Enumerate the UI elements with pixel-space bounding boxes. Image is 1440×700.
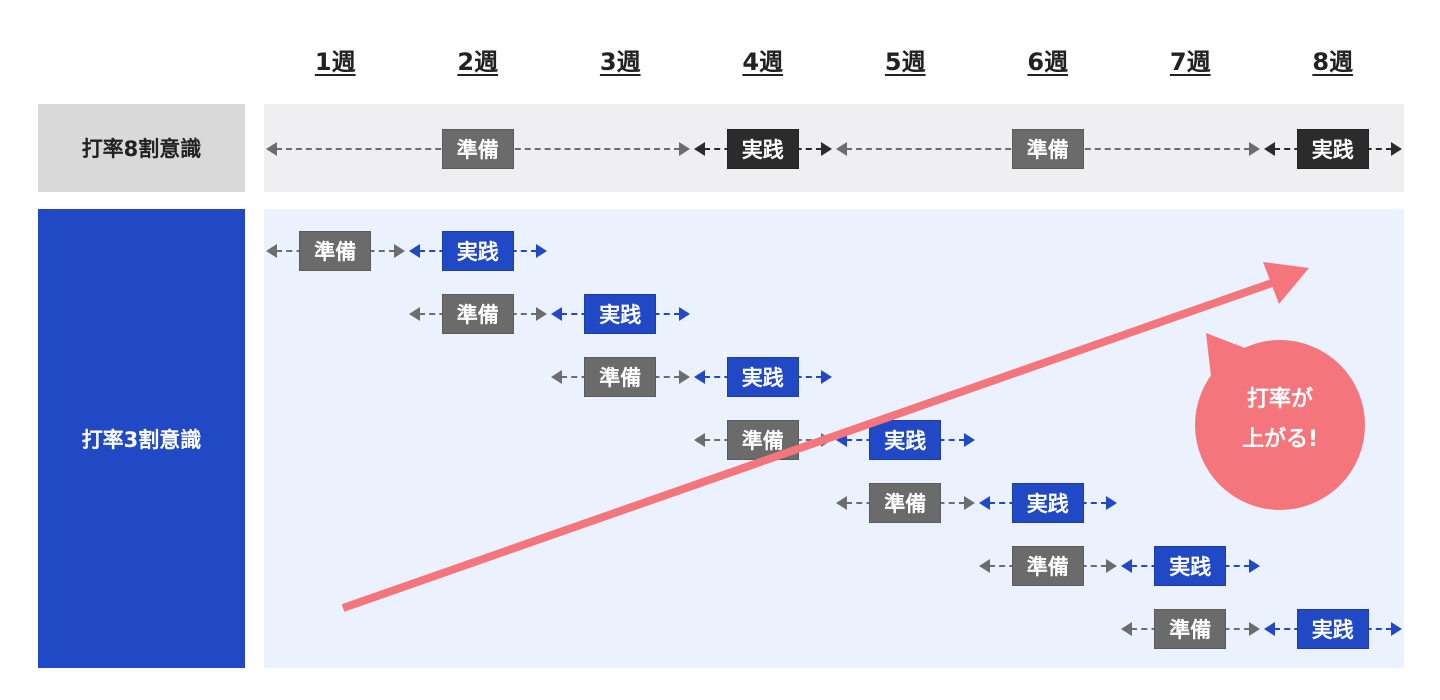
week-label: 4週 [742, 48, 784, 76]
arrow-right-icon [821, 142, 832, 156]
arrow-left-icon [551, 307, 562, 321]
segment-label: 準備 [584, 357, 657, 397]
row-label-3wari: 打率3割意識 [38, 209, 245, 668]
segment-label: 準備 [441, 129, 514, 169]
prep-segment: 準備 [266, 231, 405, 271]
prep-segment: 準備 [836, 129, 1260, 169]
arrow-right-icon [963, 496, 975, 510]
arrow-left-icon [978, 559, 990, 573]
callout-line-2: 上がる! [1241, 427, 1319, 452]
segment-label: 準備 [1011, 546, 1084, 586]
prep-segment: 準備 [1121, 609, 1260, 649]
practice-segment: 実践 [693, 357, 832, 397]
practice-segment: 実践 [1263, 609, 1402, 649]
segment-label: 実践 [441, 231, 514, 271]
arrow-left-icon [1263, 142, 1275, 156]
practice-segment: 実践 [978, 483, 1117, 523]
row-label-8wari: 打率8割意識 [38, 104, 245, 192]
week-label: 7週 [1169, 48, 1211, 76]
arrow-right-icon [678, 142, 690, 156]
practice-segment: 実践 [551, 294, 690, 334]
prep-segment: 準備 [408, 294, 547, 334]
callout-line-1: 打率が [1246, 387, 1313, 412]
arrow-right-icon [963, 433, 975, 447]
practice-segment: 実践 [693, 129, 832, 169]
arrow-right-icon [1391, 622, 1402, 636]
practice-segment: 実践 [1121, 546, 1260, 586]
prep-segment: 準備 [978, 546, 1117, 586]
week-label: 6週 [1027, 48, 1069, 76]
segment-label: 実践 [1154, 546, 1227, 586]
practice-segment: 実践 [408, 231, 547, 271]
week-label: 2週 [457, 48, 499, 76]
callout-text: 打率が 上がる! [1200, 380, 1360, 460]
segment-label: 準備 [869, 483, 942, 523]
arrow-right-icon [393, 244, 405, 258]
segment-label: 準備 [299, 231, 372, 271]
arrow-left-icon [1263, 622, 1275, 636]
arrow-right-icon [678, 307, 690, 321]
arrow-left-icon [408, 244, 420, 258]
week-label: 1週 [314, 48, 356, 76]
segment-label: 実践 [726, 357, 799, 397]
practice-segment: 実践 [1263, 129, 1402, 169]
week-label: 8週 [1312, 48, 1354, 76]
segment-label: 実践 [1011, 483, 1084, 523]
upward-trend-arrow-line [341, 278, 1277, 612]
arrow-left-icon [693, 370, 705, 384]
prep-segment: 準備 [836, 483, 975, 523]
arrow-right-icon [1106, 559, 1117, 573]
arrow-left-icon [1121, 622, 1132, 636]
arrow-right-icon [1106, 496, 1117, 510]
segment-label: 実践 [869, 420, 942, 460]
arrow-left-icon [836, 142, 847, 156]
arrow-right-icon [1391, 142, 1402, 156]
prep-segment: 準備 [551, 357, 690, 397]
segment-label: 実践 [1296, 129, 1369, 169]
segment-label: 実践 [1296, 609, 1369, 649]
arrow-left-icon [551, 370, 562, 384]
practice-segment: 実践 [836, 420, 975, 460]
row-label-text: 打率8割意識 [81, 137, 202, 161]
arrow-right-icon [1248, 559, 1260, 573]
arrow-left-icon [693, 433, 705, 447]
arrow-left-icon [836, 496, 847, 510]
callout-bubble-tail [1206, 333, 1250, 385]
week-label: 3週 [599, 48, 641, 76]
segment-label: 準備 [441, 294, 514, 334]
arrow-left-icon [1121, 559, 1132, 573]
callout-bubble [1195, 340, 1365, 510]
arrow-right-icon [821, 370, 832, 384]
arrow-right-icon [536, 244, 547, 258]
arrow-left-icon [266, 142, 277, 156]
arrow-left-icon [978, 496, 990, 510]
arrow-head-icon [1263, 262, 1309, 304]
arrow-left-icon [836, 433, 847, 447]
arrow-right-icon [678, 370, 690, 384]
arrow-right-icon [1248, 622, 1260, 636]
arrow-right-icon [536, 307, 547, 321]
arrow-left-icon [266, 244, 277, 258]
segment-label: 準備 [1011, 129, 1084, 169]
prep-segment: 準備 [266, 129, 690, 169]
segment-label: 実践 [726, 129, 799, 169]
week-label: 5週 [884, 48, 926, 76]
segment-label: 実践 [584, 294, 657, 334]
arrow-left-icon [408, 307, 420, 321]
row-label-text: 打率3割意識 [81, 427, 202, 452]
segment-label: 準備 [1154, 609, 1227, 649]
arrow-left-icon [693, 142, 705, 156]
arrow-right-icon [1248, 142, 1260, 156]
